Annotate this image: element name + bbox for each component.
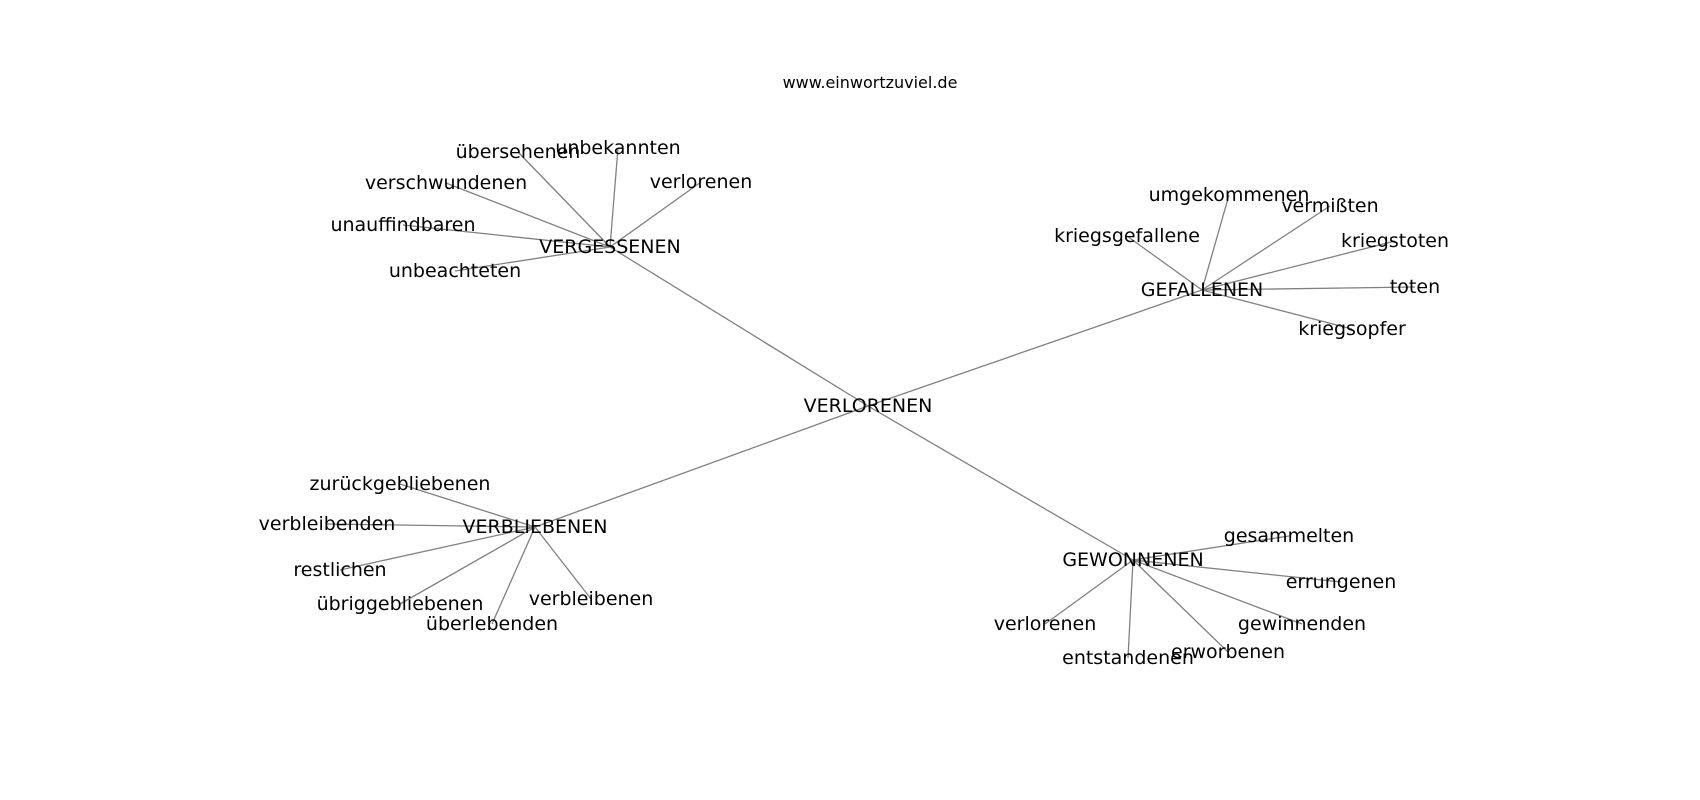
branch-node-label: VERGESSENEN bbox=[539, 236, 681, 258]
edge-verbliebenen-leaf bbox=[399, 526, 536, 605]
leaf-node-label: restlichen bbox=[293, 559, 386, 581]
root-node-label: VERLORENEN bbox=[804, 395, 933, 417]
edge-gewonnenen-leaf bbox=[1132, 559, 1342, 583]
edge-verbliebenen-leaf bbox=[326, 523, 536, 528]
leaf-node-label: toten bbox=[1390, 276, 1440, 298]
edge-verbliebenen-leaf bbox=[339, 526, 536, 571]
edge-gewonnenen-leaf bbox=[1132, 535, 1290, 561]
leaf-node-label: kriegsgefallene bbox=[1054, 225, 1200, 247]
branch-node-label: VERBLIEBENEN bbox=[463, 516, 608, 538]
edge-root-gewonnenen bbox=[867, 405, 1134, 561]
graph-edges bbox=[326, 147, 1416, 659]
edge-gewonnenen-leaf bbox=[1132, 559, 1303, 625]
leaf-node-label: verschwundenen bbox=[365, 172, 527, 194]
leaf-node-label: unbeachteten bbox=[389, 260, 521, 282]
edge-vergessenen-leaf bbox=[402, 224, 611, 248]
edge-gewonnenen-leaf bbox=[1127, 559, 1134, 659]
edge-vergessenen-leaf bbox=[454, 246, 611, 272]
leaf-node-label: verlorenen bbox=[650, 171, 753, 193]
branch-node-label: GEWONNENEN bbox=[1062, 549, 1203, 571]
leaf-node-label: entstandenen bbox=[1062, 647, 1194, 669]
leaf-node-label: vermißten bbox=[1281, 195, 1378, 217]
edge-verbliebenen-leaf bbox=[399, 483, 536, 528]
edge-verbliebenen-leaf bbox=[491, 526, 536, 625]
leaf-node-label: erworbenen bbox=[1171, 641, 1285, 663]
edge-gefallenen-leaf bbox=[1201, 240, 1396, 291]
edge-root-vergessenen bbox=[609, 246, 869, 407]
leaf-node-label: errungenen bbox=[1286, 571, 1397, 593]
leaf-node-label: gesammelten bbox=[1224, 525, 1354, 547]
leaf-node-label: kriegsopfer bbox=[1298, 318, 1406, 340]
edge-gefallenen-leaf bbox=[1126, 235, 1203, 291]
leaf-node-label: übriggebliebenen bbox=[317, 593, 484, 615]
graph-labels: VERLORENEN VERGESSENEN übersehenenunbekann… bbox=[259, 137, 1449, 669]
edge-vergessenen-leaf bbox=[517, 151, 611, 248]
leaf-node-label: unauffindbaren bbox=[330, 214, 475, 236]
leaf-node-label: verlorenen bbox=[994, 613, 1097, 635]
edge-root-gefallenen bbox=[867, 289, 1203, 407]
edge-gefallenen-leaf bbox=[1201, 286, 1416, 291]
edge-gefallenen-leaf bbox=[1201, 289, 1353, 330]
edge-vergessenen-leaf bbox=[445, 182, 611, 248]
leaf-node-label: kriegstoten bbox=[1341, 230, 1449, 252]
leaf-node-label: zurückgebliebenen bbox=[310, 473, 491, 495]
leaf-node-label: überlebenden bbox=[426, 613, 558, 635]
leaf-node-label: verbleibenen bbox=[529, 588, 654, 610]
leaf-node-label: unbekannten bbox=[555, 137, 680, 159]
edge-gewonnenen-leaf bbox=[1132, 559, 1229, 653]
edge-vergessenen-leaf bbox=[609, 147, 619, 248]
edge-root-verbliebenen bbox=[534, 405, 869, 528]
edge-verbliebenen-leaf bbox=[534, 526, 592, 600]
edge-vergessenen-leaf bbox=[609, 181, 702, 248]
leaf-node-label: verbleibenden bbox=[259, 513, 396, 535]
leaf-node-label: umgekommenen bbox=[1149, 184, 1310, 206]
edge-gefallenen-leaf bbox=[1201, 194, 1230, 291]
leaf-node-label: gewinnenden bbox=[1238, 613, 1366, 635]
leaf-node-label: übersehenen bbox=[456, 141, 581, 163]
branch-node-label: GEFALLENEN bbox=[1141, 279, 1264, 301]
site-url-label: www.einwortzuviel.de bbox=[783, 73, 958, 92]
edge-gewonnenen-leaf bbox=[1044, 559, 1134, 625]
edge-gefallenen-leaf bbox=[1201, 205, 1331, 291]
